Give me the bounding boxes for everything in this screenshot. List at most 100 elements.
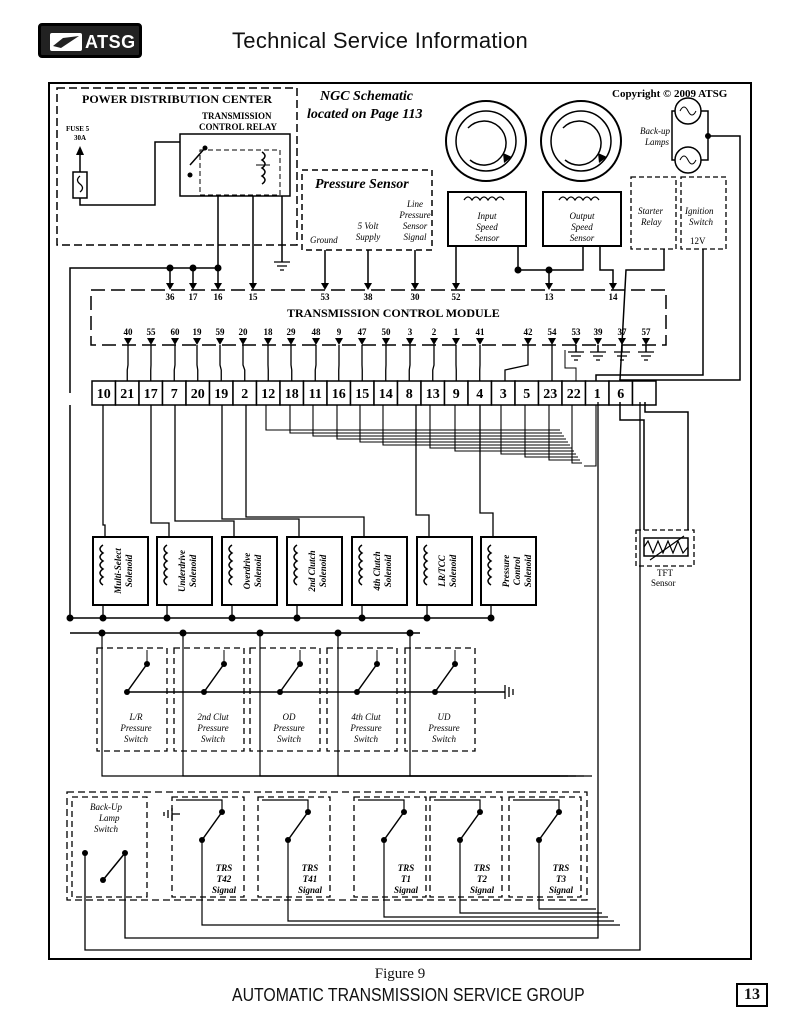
ps-line-text: Signal: [403, 232, 427, 242]
connector-cavity: [631, 380, 657, 406]
relay-box: [179, 133, 291, 197]
tcm-bottom-pin-marker: [239, 338, 247, 345]
wire: [174, 405, 235, 537]
tcm-top-pin-marker: [545, 283, 553, 290]
ps-line-text: Sensor: [403, 221, 428, 231]
tcm-bottom-pin-marker: [430, 338, 438, 345]
tcm-bottom-pin-marker: [476, 338, 484, 345]
wire: [513, 799, 560, 812]
relay-label-1: TRANSMISSION: [202, 111, 272, 121]
tcm-bottom-pin-label: 2: [432, 327, 437, 337]
tcm-bottom-pin-marker: [124, 338, 132, 345]
oss-text: Output: [569, 211, 595, 221]
tcm-bottom-pin-marker: [358, 338, 366, 345]
backup-switch-label-2: Lamp: [98, 813, 120, 823]
tcm-top-pin-marker: [364, 283, 372, 290]
trs-label: TRS: [398, 863, 415, 873]
trs-label: T3: [556, 874, 566, 884]
junction: [514, 266, 522, 274]
wire: [173, 345, 176, 381]
tcm-bottom-pin-marker: [312, 338, 320, 345]
trs-switch-box: [508, 796, 582, 898]
tcm-bottom-pin-label: 54: [548, 327, 558, 337]
solenoid-box: [221, 536, 278, 606]
solenoid-label: LR/TCC: [437, 554, 447, 588]
junction: [189, 264, 197, 272]
page-header: ATSG Technical Service Information: [0, 0, 800, 70]
wire: [619, 249, 665, 381]
backup-lamps-label-2: Lamps: [644, 137, 670, 147]
trs-label: T42: [217, 874, 232, 884]
switch-contact: [287, 811, 309, 841]
pressure-switch-label: Switch: [432, 734, 456, 744]
starter-relay-label-2: Relay: [640, 217, 662, 227]
wire: [599, 246, 614, 283]
connector-pin-label: 13: [426, 387, 440, 402]
solenoid-label: Control: [512, 556, 522, 585]
tcm-top-pin-label: 14: [609, 292, 619, 302]
solenoid-label: Solenoid: [124, 554, 134, 587]
page-title: Technical Service Information: [232, 28, 529, 53]
tcm-bottom-pin-label: 60: [171, 327, 181, 337]
connector-pin-label: 17: [144, 387, 158, 402]
trs-label: Signal: [298, 885, 323, 895]
wire: [201, 840, 620, 926]
pressure-switch-label: Switch: [277, 734, 301, 744]
connector-pin-label: 14: [379, 387, 393, 402]
tcm-top-pin-marker: [452, 283, 460, 290]
junction: [214, 264, 222, 272]
harness-wire: [571, 405, 582, 464]
trs-switch-box: [171, 796, 245, 898]
harness-wire: [500, 405, 576, 455]
pdc-title: POWER DISTRIBUTION CENTER: [82, 92, 272, 106]
tcm-bottom-pin-label: 50: [382, 327, 392, 337]
output-speed-gear-icon: [540, 100, 622, 182]
pressure-switch-label: 2nd Clut: [197, 712, 229, 722]
oss-text: Sensor: [570, 233, 595, 243]
solenoid-label: Pressure: [501, 555, 511, 588]
wire: [564, 350, 577, 381]
backup-lamps-label-1: Back-up: [640, 126, 670, 136]
pressure-switch-box: [96, 647, 168, 752]
tcm-bottom-pin-label: 40: [124, 327, 134, 337]
tcm-bottom-pin-marker: [642, 338, 650, 345]
tcm-bottom-pin-label: 57: [642, 327, 652, 337]
tcm-bottom-pin-label: 53: [572, 327, 582, 337]
tcm-top-pin-label: 15: [249, 292, 259, 302]
tft-resistor-icon: [643, 539, 689, 555]
ngc-note-2: located on Page 113: [307, 107, 423, 122]
switch-contact: [126, 663, 148, 693]
fuse-label-1: FUSE 5: [66, 125, 90, 133]
solenoid-coil-icon: [487, 544, 493, 586]
relay-coil: [260, 151, 266, 185]
ground-icon: [163, 808, 173, 820]
wire: [150, 405, 170, 537]
tcm-top-pin-label: 17: [189, 292, 199, 302]
wire: [358, 799, 405, 812]
wire: [549, 246, 584, 271]
solenoid-label: Underdrive: [177, 550, 187, 592]
ignition-switch-label-1: Ignition: [684, 206, 714, 216]
fuse-5: [72, 171, 88, 199]
tcm-bottom-pin-label: 3: [408, 327, 413, 337]
tcm-bottom-pin-label: 1: [454, 327, 459, 337]
trs-label: Signal: [212, 885, 237, 895]
relay-node: [202, 145, 208, 151]
tft-label-2: Sensor: [651, 578, 676, 588]
wire: [504, 345, 529, 381]
trs-label: TRS: [216, 863, 233, 873]
pressure-switch-label: Pressure: [427, 723, 459, 733]
ps-ground-label: Ground: [310, 235, 338, 245]
tcm-bottom-pin-marker: [406, 338, 414, 345]
harness-wire: [454, 405, 574, 452]
tcm-top-pin-label: 38: [364, 292, 374, 302]
pressure-switch-label: Pressure: [349, 723, 381, 733]
tcm-bottom-pin-marker: [452, 338, 460, 345]
trs-label: T1: [401, 874, 411, 884]
wire: [259, 633, 576, 777]
atsg-logo: ATSG: [38, 23, 142, 58]
backup-lamp-switch-box: [71, 796, 148, 898]
tcm-bottom-pin-label: 9: [337, 327, 342, 337]
